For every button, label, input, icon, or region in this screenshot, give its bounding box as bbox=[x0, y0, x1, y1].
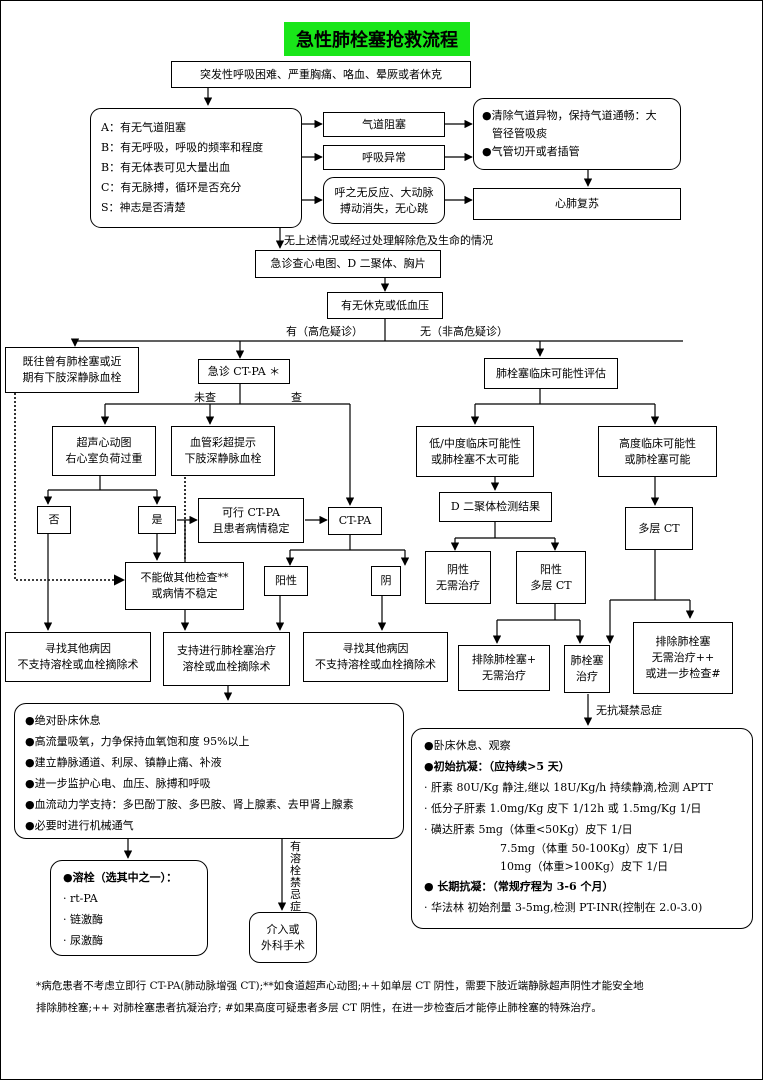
label-no-anticoag-contra: 无抗凝禁忌症 bbox=[596, 704, 662, 717]
emergency-tests: 急诊查心电图、D 二聚体、胸片 bbox=[255, 250, 441, 278]
echo-yes: 是 bbox=[138, 506, 176, 534]
shock-check: 有无休克或低血压 bbox=[327, 292, 443, 319]
support-treatment: 支持进行肺栓塞治疗溶栓或血栓摘除术 bbox=[163, 632, 290, 686]
cpr: 心肺复苏 bbox=[473, 188, 681, 220]
anticoagulation: ●卧床休息、观察 ●初始抗凝：（应持续>5 天） · 肝素 80U/Kg 静注,… bbox=[411, 728, 753, 929]
exclude-pe: 排除肺栓塞+无需治疗 bbox=[458, 645, 550, 691]
label-checked: 查 bbox=[291, 391, 302, 404]
page-title: 急性肺栓塞抢救流程 bbox=[284, 22, 470, 56]
general-care: ●绝对卧床休息 ●高流量吸氧，力争保持血氧饱和度 95%以上 ●建立静脉通道、利… bbox=[14, 703, 404, 839]
breathing-abnormal: 呼吸异常 bbox=[323, 145, 445, 170]
pe-treatment: 肺栓塞治疗 bbox=[564, 645, 610, 693]
history-box: 既往曾有肺栓塞或近期有下肢深静脉血栓 bbox=[5, 347, 139, 393]
exclude-pe-2: 排除肺栓塞无需治疗++或进一步检查# bbox=[633, 622, 733, 694]
footnote: *病危患者不考虑立即行 CT-PA(肺动脉增强 CT);**如食道超声心动图;+… bbox=[36, 980, 644, 1014]
ddimer-negative: 阴性无需治疗 bbox=[425, 551, 491, 604]
seek-other-right: 寻找其他病因不支持溶栓或血栓摘除术 bbox=[303, 632, 448, 682]
emergency-ctpa: 急诊 CT-PA ＊ bbox=[198, 359, 290, 384]
label-not-checked: 未查 bbox=[194, 391, 216, 404]
ctpa-box: CT-PA bbox=[328, 507, 382, 535]
label-no-threat: 无上述情况或经过处理解除危及生命的情况 bbox=[284, 234, 493, 247]
airway-actions: ●清除气道异物，保持气道通畅：大 管径管吸痰 ●气管切开或者插管 bbox=[473, 98, 681, 170]
intervention-surgery: 介入或外科手术 bbox=[249, 912, 317, 963]
ultrasound-box: 血管彩超提示下肢深静脉血栓 bbox=[171, 426, 275, 476]
label-no-nonhigh: 无（非高危疑诊） bbox=[420, 325, 508, 338]
label-lysis-contra: 有 溶 栓 禁 忌 症 bbox=[290, 840, 301, 913]
ddimer-positive: 阳性多层 CT bbox=[516, 551, 586, 604]
abcs-assessment: A：有无气道阻塞 B：有无呼吸，呼吸的频率和程度 B：有无体表可见大量出血 C：… bbox=[90, 108, 302, 228]
label-yes-high: 有（高危疑诊） bbox=[286, 325, 363, 338]
echo-box: 超声心动图右心室负荷过重 bbox=[52, 426, 156, 476]
low-probability: 低/中度临床可能性或肺栓塞不太可能 bbox=[416, 426, 534, 477]
clinical-probability: 肺栓塞临床可能性评估 bbox=[484, 358, 618, 389]
no-pulse: 呼之无反应、大动脉搏动消失，无心跳 bbox=[323, 177, 445, 224]
echo-no: 否 bbox=[37, 506, 71, 534]
ctpa-negative: 阴 bbox=[371, 566, 401, 596]
high-probability: 高度临床可能性或肺栓塞可能 bbox=[598, 426, 717, 477]
start-symptoms: 突发性呼吸困难、严重胸痛、咯血、晕厥或者休克 bbox=[171, 61, 471, 88]
ddimer-result: D 二聚体检测结果 bbox=[439, 492, 552, 522]
ctpa-positive: 阳性 bbox=[264, 566, 308, 596]
cannot-examine: 不能做其他检查**或病情不稳定 bbox=[125, 562, 244, 610]
multi-ct: 多层 CT bbox=[625, 507, 693, 550]
airway-obstruction: 气道阻塞 bbox=[323, 112, 445, 137]
thrombolysis: ●溶栓（选其中之一）： · rt-PA · 链激酶 · 尿激酶 bbox=[50, 860, 208, 956]
seek-other-left: 寻找其他病因不支持溶栓或血栓摘除术 bbox=[5, 632, 151, 682]
